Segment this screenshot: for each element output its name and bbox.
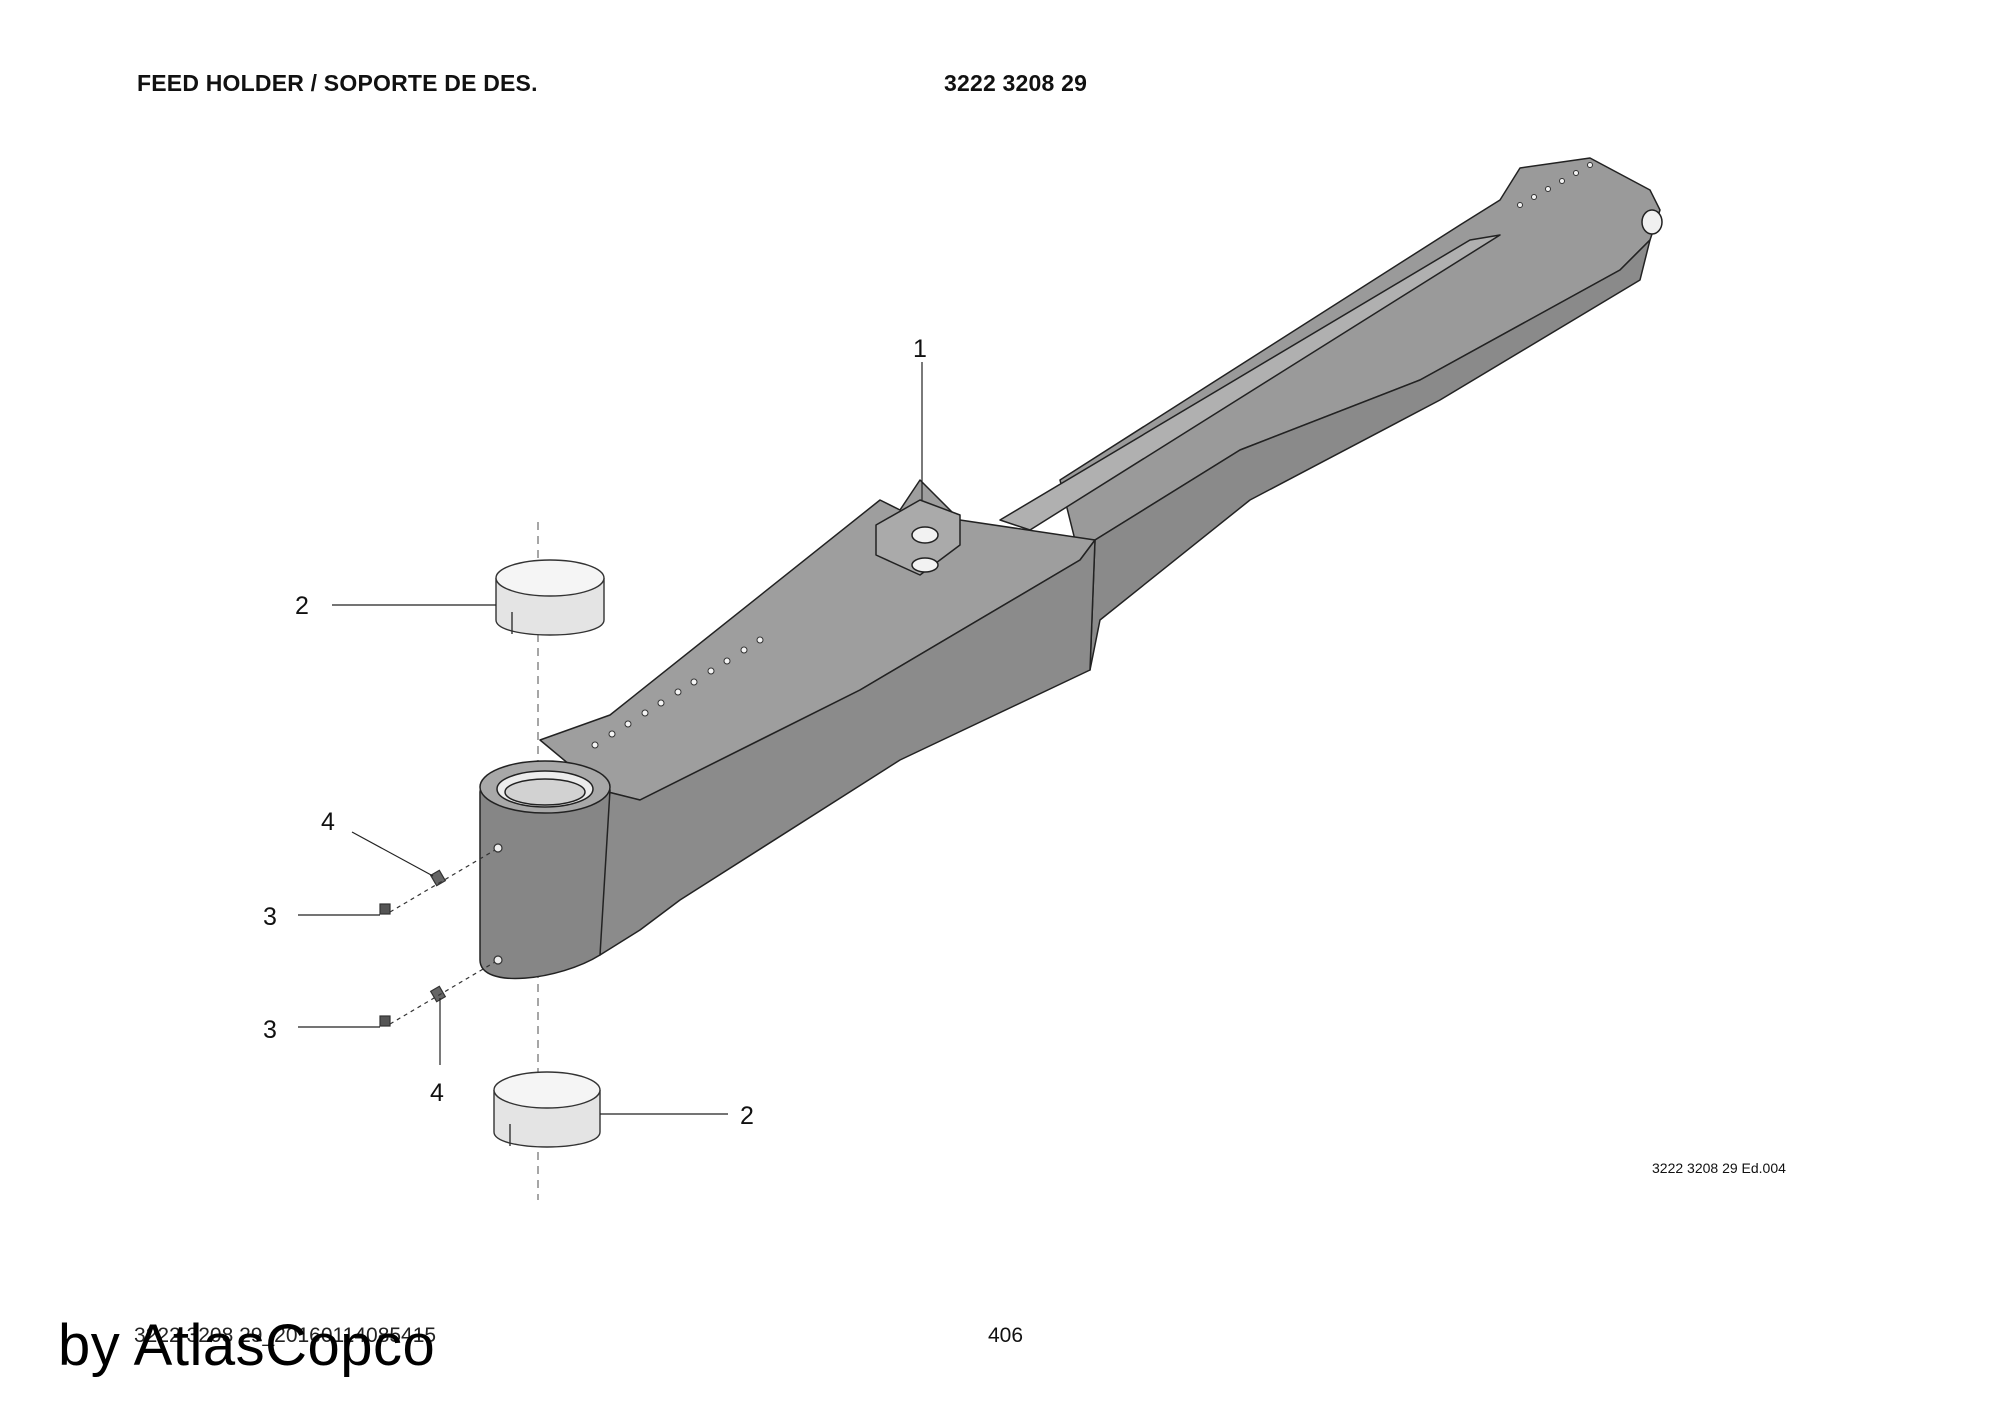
bushing-bottom (493, 1071, 601, 1148)
page-number: 406 (988, 1324, 1024, 1347)
part-number: 3222 3208 29 (944, 70, 1088, 96)
drawing-title: FEED HOLDER / SOPORTE DE DES. (137, 70, 538, 96)
edition-label: 3222 3208 29 Ed.004 (1652, 1160, 1786, 1176)
watermark-text: by AtlasCopco (58, 1313, 436, 1378)
footer-reference: 3222 3208 29_20160114085415 (134, 1324, 437, 1347)
leader-lines (298, 362, 923, 1115)
callout-3-bottom: 3 (263, 1016, 277, 1044)
fittings (379, 843, 503, 1027)
callout-2-bottom: 2 (740, 1102, 754, 1130)
bushing-top (495, 559, 605, 636)
callout-2-top: 2 (295, 592, 309, 620)
callout-1: 1 (913, 335, 927, 363)
callout-3-top: 3 (263, 903, 277, 931)
rail-holes (591, 162, 1593, 749)
callout-4-bottom: 4 (430, 1079, 444, 1107)
feed-holder-body (479, 157, 1663, 980)
callout-4-top: 4 (321, 808, 335, 836)
